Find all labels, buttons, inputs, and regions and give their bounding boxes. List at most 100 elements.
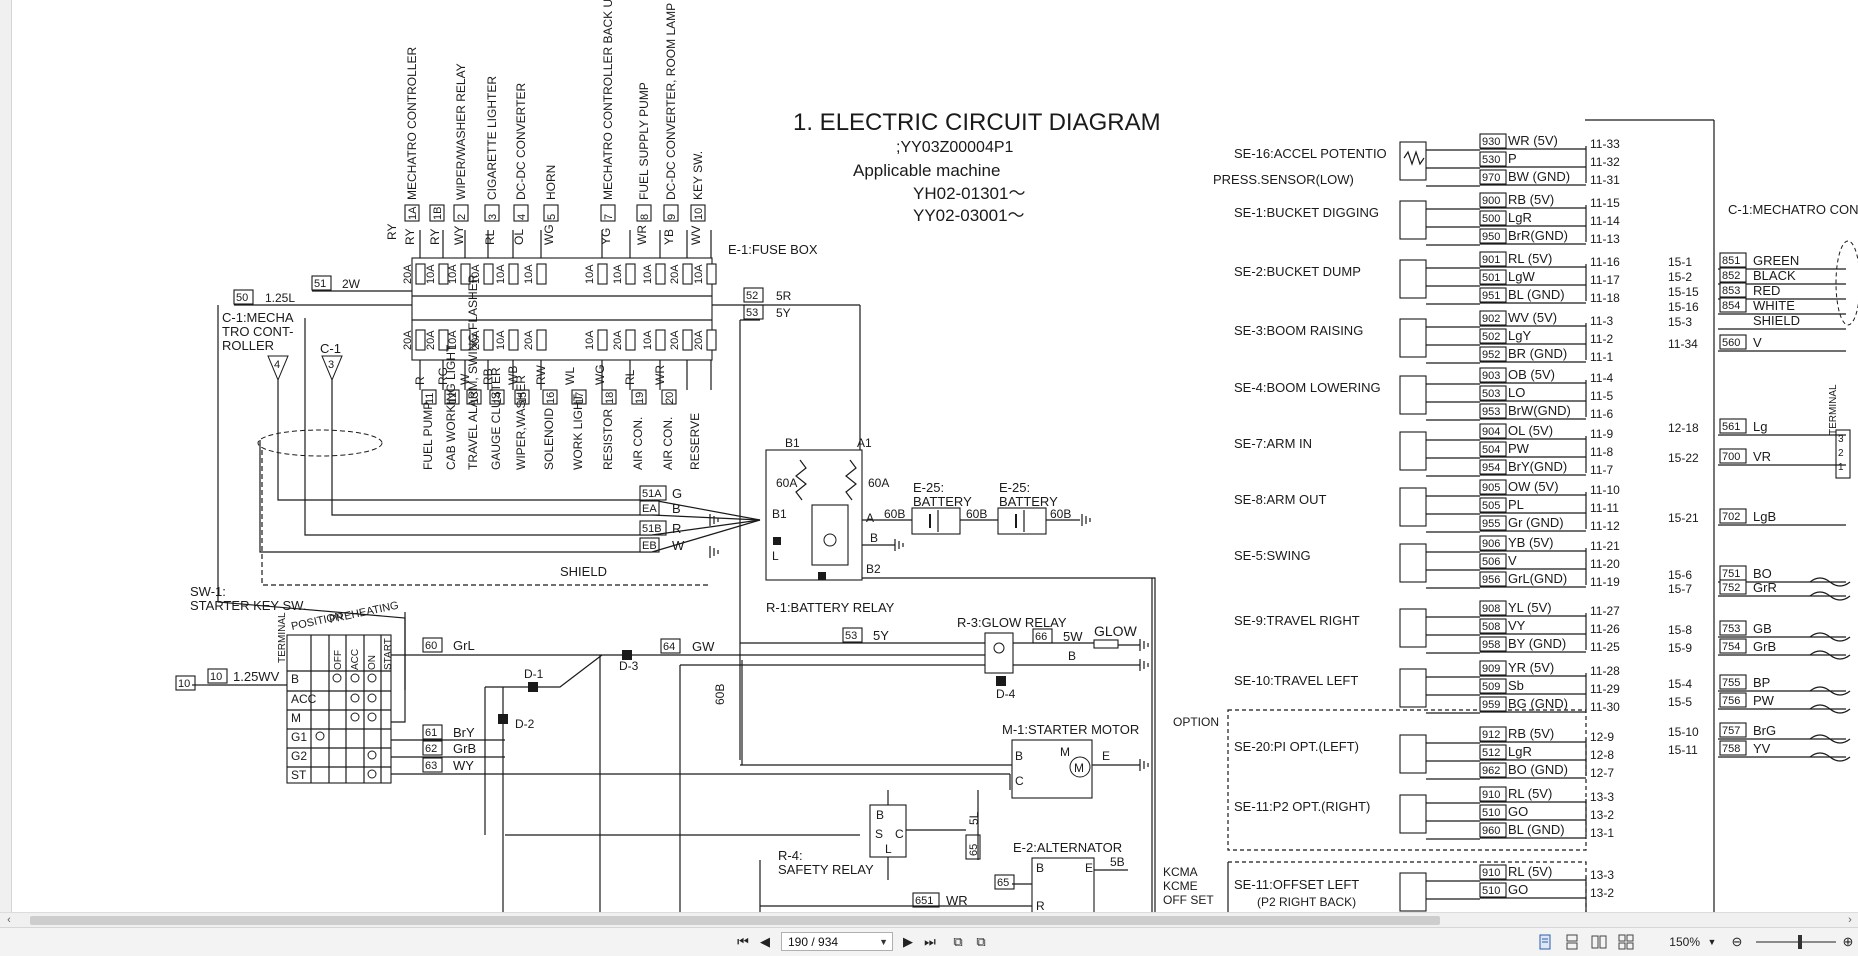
- prev-view-icon[interactable]: ⧉: [953, 934, 963, 949]
- next-page-icon[interactable]: ▶: [903, 934, 913, 949]
- sensor-wire-number-box: [1479, 535, 1507, 551]
- fuse-bottom-rating: 10A: [495, 330, 507, 350]
- battery-2: [997, 507, 1047, 535]
- right-pin-wire-number: 751: [1722, 568, 1740, 580]
- next-view-icon[interactable]: ⧉: [976, 934, 986, 949]
- single-page-icon[interactable]: [1537, 934, 1553, 950]
- controller-pin: 11-11: [1590, 501, 1619, 515]
- zoom-out-icon[interactable]: ⊖: [1731, 934, 1743, 949]
- sensor-wire-number-box: [1479, 600, 1507, 616]
- fuse-bottom-rating: 20A: [612, 330, 624, 350]
- top-load-num: 4: [516, 214, 528, 220]
- top-load-num: 1B: [432, 207, 444, 220]
- kcma-label: KCME: [1163, 879, 1198, 893]
- alternator-label: E-2:ALTERNATOR: [1013, 840, 1122, 855]
- top-load-wire: WV: [689, 226, 703, 245]
- bottom-load-num: 20: [664, 392, 676, 404]
- option-label: OPTION: [1173, 715, 1219, 729]
- fuse-top: [508, 263, 519, 285]
- sensor-wire-color: BL (GND): [1508, 822, 1565, 837]
- diagram-code: ;YY03Z00004P1: [896, 139, 1014, 156]
- right-pin-color: PW: [1753, 693, 1775, 708]
- mid-wire-color: R: [672, 521, 681, 536]
- controller-pin: 11-30: [1590, 700, 1620, 714]
- relay-b2: B2: [866, 562, 881, 576]
- right-pin-label: 15-2: [1668, 270, 1692, 284]
- sensor-wire-color: Gr (GND): [1508, 515, 1564, 530]
- battery-2-label: E-25:: [999, 480, 1030, 495]
- sensor-wire-number-box: [1479, 822, 1507, 838]
- triangle-connector: [321, 355, 343, 382]
- fuse-bottom-rating: 10A: [642, 330, 654, 350]
- horizontal-scrollbar[interactable]: ‹ ›: [0, 912, 1858, 928]
- scroll-left-icon[interactable]: ‹: [7, 914, 11, 926]
- chevron-down-icon[interactable]: ▼: [879, 937, 888, 947]
- fuse-top-rating: 10A: [425, 264, 437, 284]
- document-left-margin: [0, 0, 12, 912]
- diode-symbol: [996, 676, 1006, 686]
- right-pin-color: LgB: [1753, 509, 1776, 524]
- mid-wire-to-relay: [651, 519, 761, 553]
- document-view[interactable]: 1. ELECTRIC CIRCUIT DIAGRAM;YY03Z00004P1…: [0, 0, 1858, 912]
- bottom-load-num: 11: [424, 393, 436, 404]
- continuous-icon[interactable]: [1564, 934, 1580, 950]
- bottom-load-wire: RW: [534, 365, 548, 385]
- controller-pin: 13-3: [1590, 868, 1614, 882]
- fuse-top: [597, 263, 608, 285]
- prev-page-icon[interactable]: ◀: [760, 934, 770, 949]
- sensor-label: SE-9:TRAVEL RIGHT: [1234, 613, 1360, 628]
- right-pin-color: WHITE: [1753, 298, 1795, 313]
- sensor-wire-number-box: [1479, 618, 1507, 634]
- sensor-wire-number: 962: [1482, 765, 1500, 777]
- kcma-label: KCMA: [1163, 865, 1198, 879]
- top-load-wire: YG: [599, 228, 613, 245]
- right-pin-color: BO: [1753, 566, 1772, 581]
- circuit-diagram: 1. ELECTRIC CIRCUIT DIAGRAM;YY03Z00004P1…: [175, 0, 1858, 912]
- two-page-icon[interactable]: [1591, 934, 1607, 950]
- controller-pin: 11-4: [1590, 371, 1613, 385]
- twisted-pair: [1809, 752, 1851, 762]
- top-load-num: 1A: [407, 206, 419, 220]
- top-load-wire: WR: [635, 225, 649, 245]
- safety-relay-label: R-4:: [778, 848, 803, 863]
- top-load-num-box: [600, 204, 616, 222]
- fuse-top: [706, 263, 717, 285]
- page-number-field[interactable]: 190 / 934 ▼: [781, 932, 893, 951]
- bottom-load-wire: R: [413, 376, 427, 385]
- sensor-label: SE-8:ARM OUT: [1234, 492, 1327, 507]
- matrix-contact: [350, 673, 360, 683]
- two-page-continuous-icon[interactable]: [1618, 934, 1634, 950]
- last-page-icon[interactable]: ⏭: [924, 934, 936, 949]
- sensor-wire-number-box: [1479, 346, 1507, 362]
- bottom-load-num-box: [571, 389, 587, 405]
- scroll-right-icon[interactable]: ›: [1848, 914, 1852, 926]
- wire-52-number-box: [743, 287, 764, 303]
- sensor-wire-number: 952: [1482, 349, 1500, 361]
- mid-wire-number: 51B: [642, 523, 662, 535]
- sensor-wire-number: 950: [1482, 231, 1500, 243]
- safety-c: C: [895, 827, 904, 841]
- fuse-top: [460, 263, 471, 285]
- zoom-level[interactable]: 150%: [1669, 935, 1700, 949]
- fuse-bottom: [438, 329, 449, 351]
- matrix-contact: [367, 693, 377, 703]
- matrix-row-label: G1: [291, 730, 307, 744]
- sensor-wire-number-box: [1479, 497, 1507, 513]
- controller-pin: 11-5: [1590, 389, 1613, 403]
- zoom-in-icon[interactable]: ⊕: [1842, 934, 1854, 949]
- scrollbar-thumb[interactable]: [30, 916, 1440, 925]
- top-load-wire: RL: [483, 229, 497, 245]
- wire-ea: [331, 380, 652, 516]
- right-pin-wire-number: 702: [1722, 511, 1740, 523]
- page-number-value: 190 / 934: [788, 935, 839, 949]
- zoom-slider-handle[interactable]: [1798, 935, 1802, 949]
- fuse-top-rating: 10A: [612, 264, 624, 284]
- sensor-wire-number-box: [1479, 403, 1507, 419]
- zoom-dropdown-icon[interactable]: ▼: [1707, 937, 1717, 947]
- fusible-link: [795, 459, 807, 501]
- fuse-top: [625, 263, 636, 285]
- diode-label: D-4: [996, 687, 1016, 701]
- bottom-load-num-box: [542, 389, 558, 405]
- zoom-slider[interactable]: [1756, 941, 1836, 943]
- first-page-icon[interactable]: ⏮: [737, 934, 749, 949]
